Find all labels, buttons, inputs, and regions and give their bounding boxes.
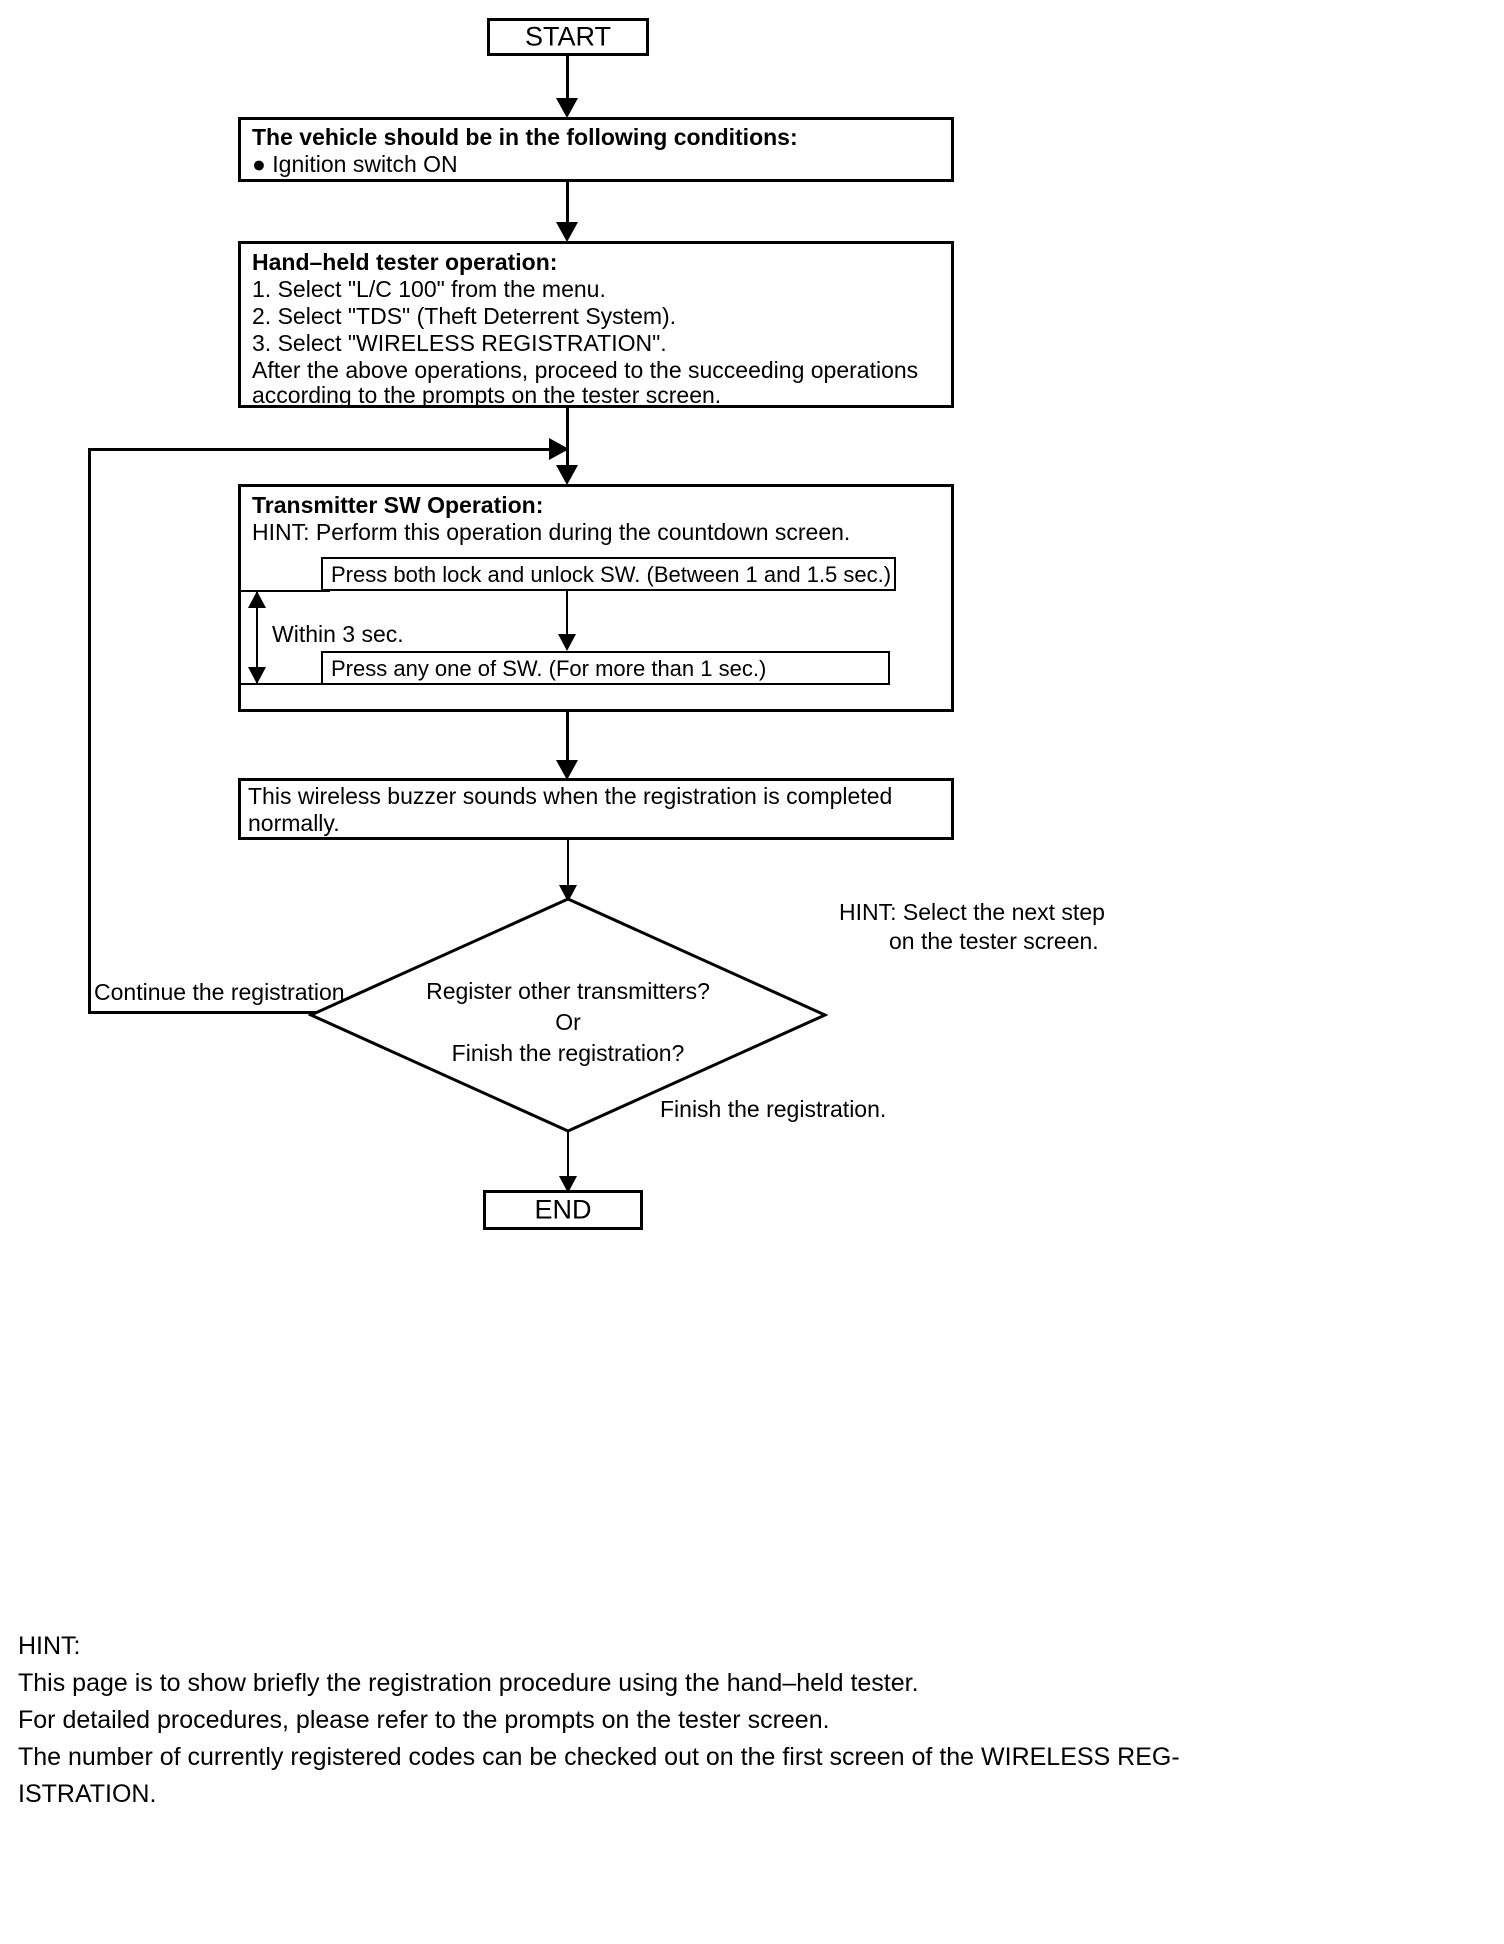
buzzer-line-2: normally.	[248, 810, 340, 836]
edge-label-finish: Finish the registration.	[660, 1096, 887, 1122]
decision-line-1: Register other transmitters?	[426, 978, 710, 1004]
transmitter-sw-inner-box-2-label: Press any one of SW. (For more than 1 se…	[331, 656, 767, 681]
node-vehicle-conditions	[238, 117, 954, 182]
edge-label-continue: Continue the registration.	[94, 979, 351, 1005]
decision-line-2: Or	[555, 1009, 581, 1035]
node-start: START	[487, 18, 649, 56]
connector-start-to-conditions	[566, 56, 569, 108]
vehicle-conditions-bullet: ● Ignition switch ON	[252, 151, 458, 177]
vehicle-conditions-heading: The vehicle should be in the following c…	[252, 124, 798, 150]
arrowhead-tester-to-transmitter	[556, 465, 578, 485]
buzzer-line-1: This wireless buzzer sounds when the reg…	[248, 783, 893, 809]
side-hint-line-2: on the tester screen.	[889, 928, 1099, 954]
arrowhead-transmitter-to-buzzer	[556, 760, 578, 780]
tester-operation-note-line-2: according to the prompts on the tester s…	[252, 382, 722, 408]
node-tester-operation	[238, 241, 954, 408]
loopback-horizontal-top	[88, 448, 569, 451]
loopback-horizontal-bottom	[88, 1011, 334, 1014]
within-3sec-label: Within 3 sec.	[272, 621, 404, 647]
within-3sec-tick-bottom	[240, 683, 330, 685]
decision-line-3: Finish the registration?	[451, 1040, 685, 1066]
footer-hint-line-3: The number of currently registered codes…	[18, 1743, 1180, 1771]
arrowhead-decision-to-end	[559, 1176, 577, 1193]
footer-hint-line-4: ISTRATION.	[18, 1780, 157, 1808]
tester-operation-note-line-1: After the above operations, proceed to t…	[252, 357, 919, 383]
transmitter-sw-inner-box-1	[321, 557, 896, 591]
connector-decision-to-end	[567, 1131, 569, 1188]
footer-hint-label: HINT:	[18, 1632, 81, 1660]
transmitter-sw-heading: Transmitter SW Operation:	[252, 492, 544, 518]
transmitter-sw-inner-box-2	[321, 651, 890, 685]
side-hint-line-1: HINT: Select the next step	[839, 899, 1105, 925]
loopback-vertical-left	[88, 448, 91, 1014]
arrowhead-start-to-conditions	[556, 98, 578, 118]
node-start-label: START	[524, 21, 611, 52]
within-3sec-arrow-up	[248, 591, 266, 608]
transmitter-sw-inner-box-1-label: Press both lock and unlock SW. (Between …	[331, 562, 892, 587]
loopback-arrowhead-join	[549, 438, 569, 460]
arrowhead-inner-box-1-to-2	[558, 634, 576, 651]
within-3sec-tick-top	[240, 590, 330, 592]
node-end: END	[483, 1190, 643, 1230]
tester-operation-step-2: 2. Select "TDS" (Theft Deterrent System)…	[252, 303, 677, 329]
within-3sec-measure-line	[256, 591, 258, 684]
arrowhead-conditions-to-tester	[556, 222, 578, 242]
node-buzzer	[238, 778, 954, 840]
connector-inner-box-1-to-2	[566, 591, 568, 643]
connector-conditions-to-tester	[566, 182, 569, 232]
connector-buzzer-to-decision	[567, 840, 569, 900]
arrowhead-buzzer-to-decision	[559, 885, 577, 902]
tester-operation-heading: Hand–held tester operation:	[252, 249, 558, 275]
within-3sec-arrow-down	[248, 667, 266, 684]
connector-transmitter-to-buzzer	[566, 712, 569, 769]
tester-operation-step-1: 1. Select "L/C 100" from the menu.	[252, 276, 606, 302]
footer-hint-line-1: This page is to show briefly the registr…	[18, 1669, 919, 1697]
transmitter-sw-hint: HINT: Perform this operation during the …	[252, 519, 851, 545]
footer-hint-line-2: For detailed procedures, please refer to…	[18, 1706, 830, 1734]
tester-operation-step-3: 3. Select "WIRELESS REGISTRATION".	[252, 330, 667, 356]
node-end-label: END	[534, 1194, 592, 1225]
